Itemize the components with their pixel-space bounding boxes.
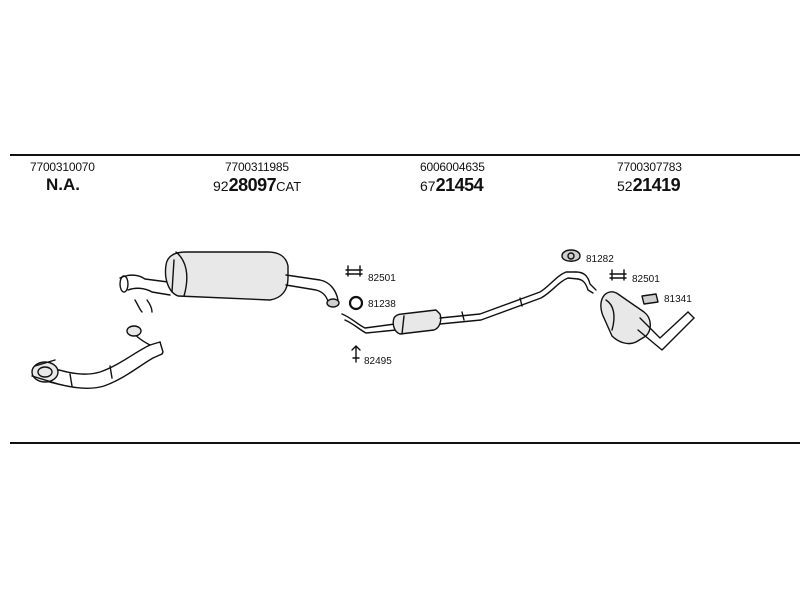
- part-reference: 28097: [228, 175, 277, 195]
- part-catalytic-converter: 7700311985 9228097CAT: [213, 160, 302, 196]
- callout-ring: 81238: [368, 299, 396, 310]
- mount-b-icon: [641, 293, 659, 305]
- part-reference: 21454: [435, 175, 484, 195]
- clamp-a-icon: [345, 265, 363, 277]
- mount-a-icon: [561, 249, 581, 262]
- part-number: 7700311985: [225, 160, 289, 174]
- callout-clamp-a: 82501: [368, 273, 396, 284]
- callout-mount-a: 81282: [586, 254, 614, 265]
- hanger-icon: [351, 345, 361, 363]
- part-rear-silencer: 7700307783 5221419: [617, 160, 682, 196]
- part-middle-silencer: 6006004635 6721454: [420, 160, 485, 196]
- part-reference-prefix: 52: [617, 178, 633, 194]
- middle-silencer-drawing: [341, 271, 597, 335]
- part-number: 7700307783: [617, 160, 682, 174]
- catalytic-converter-drawing: [119, 251, 340, 313]
- ring-icon: [348, 295, 364, 311]
- callout-hanger: 82495: [364, 356, 392, 367]
- part-front-pipe: 7700310070 N.A.: [30, 160, 95, 195]
- clamp-b-icon: [609, 269, 627, 281]
- bottom-divider: [10, 442, 800, 444]
- top-divider: [10, 154, 800, 156]
- rear-silencer-drawing: [600, 291, 695, 351]
- part-reference-prefix: 67: [420, 178, 436, 194]
- part-reference: 21419: [632, 175, 681, 195]
- part-number: 6006004635: [420, 160, 485, 174]
- front-pipe-drawing: [31, 325, 164, 389]
- part-reference: N.A.: [46, 175, 80, 194]
- callout-clamp-b: 82501: [632, 274, 660, 285]
- part-reference-prefix: 92: [213, 178, 229, 194]
- callout-mount-b: 81341: [664, 294, 692, 305]
- part-reference-suffix: CAT: [276, 179, 302, 194]
- part-number: 7700310070: [30, 160, 95, 174]
